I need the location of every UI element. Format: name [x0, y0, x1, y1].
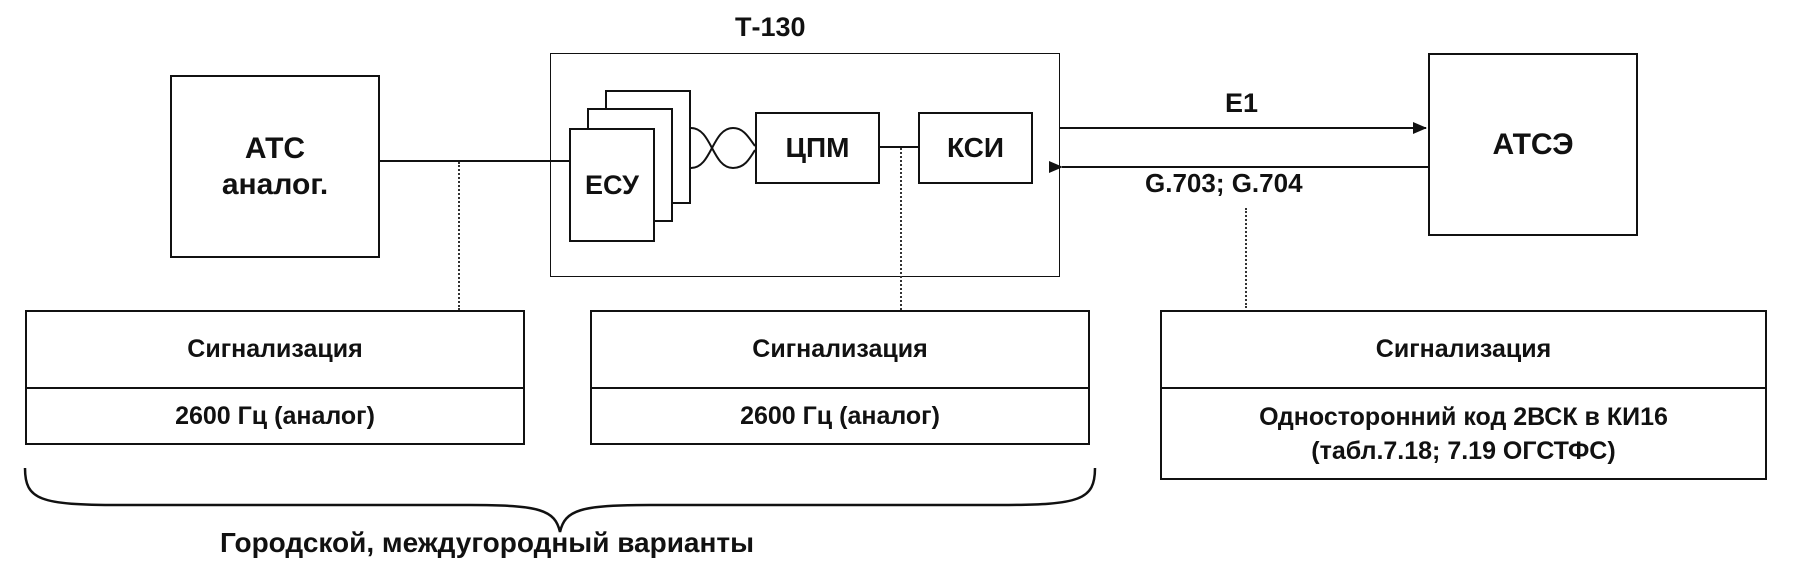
g703-g704-label: G.703; G.704 — [1145, 168, 1303, 198]
signaling-table-middle-header: Сигнализация — [592, 312, 1088, 389]
leader-left — [458, 162, 460, 310]
e1-label: Е1 — [1225, 88, 1259, 118]
brace — [23, 467, 1097, 533]
leader-right — [1245, 208, 1247, 308]
signaling-table-middle-value: 2600 Гц (аналог) — [740, 401, 940, 430]
atse-label: АТСЭ — [1492, 127, 1574, 161]
t130-title: Т-130 — [735, 12, 806, 42]
esu-card-front: ЕСУ — [569, 128, 655, 242]
ksi-box: КСИ — [918, 112, 1033, 184]
signaling-table-left-header: Сигнализация — [27, 312, 523, 389]
analog-station-label-line1: АТС — [244, 131, 306, 165]
signaling-table-right-header: Сигнализация — [1162, 312, 1765, 389]
esu-label: ЕСУ — [585, 169, 639, 200]
analog-to-esu-line — [380, 160, 569, 162]
signaling-table-middle: Сигнализация 2600 Гц (аналог) — [590, 310, 1090, 445]
signaling-table-right-value-line2: (табл.7.18; 7.19 ОГСТФС) — [1311, 436, 1616, 465]
cpm-box: ЦПМ — [755, 112, 880, 184]
signaling-table-right-value: Односторонний код 2ВСК в КИ16 (табл.7.18… — [1162, 389, 1765, 478]
signaling-table-right-value-line1: Односторонний код 2ВСК в КИ16 — [1259, 402, 1668, 431]
signaling-table-right: Сигнализация Односторонний код 2ВСК в КИ… — [1160, 310, 1767, 480]
brace-caption: Городской, междугородный варианты — [220, 527, 755, 558]
esu-cpm-connector-2 — [690, 126, 756, 169]
signaling-table-left: Сигнализация 2600 Гц (аналог) — [25, 310, 525, 445]
leader-middle — [900, 148, 902, 310]
cpm-to-ksi-line — [880, 146, 918, 148]
signaling-table-left-value: 2600 Гц (аналог) — [175, 401, 375, 430]
analog-station-box: АТС аналог. — [170, 75, 380, 258]
ksi-label: КСИ — [946, 132, 1005, 163]
atse-station-box: АТСЭ — [1428, 53, 1638, 236]
cpm-label: ЦПМ — [785, 132, 850, 163]
analog-station-label-line2: аналог. — [221, 167, 329, 201]
esu-cpm-connector — [690, 127, 756, 170]
